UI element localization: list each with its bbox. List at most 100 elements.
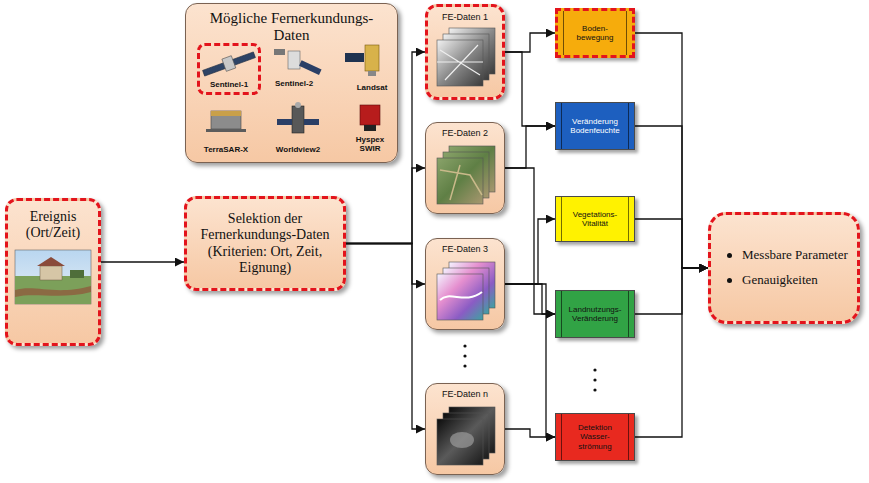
analysis-box: Veränderung Bodenfeuchte <box>555 102 635 150</box>
illustration-part <box>15 276 91 304</box>
dataset-box: FE-Daten 2 <box>425 122 505 214</box>
dataset-box: FE-Daten 3 <box>425 238 505 330</box>
satellite-highlight-box-text: Sentinel-1 <box>210 80 248 89</box>
selection-box-text: Selektion der Fernerkundungs-Daten (Krit… <box>192 211 338 275</box>
connector-arrow <box>505 219 555 284</box>
analysis-box: Boden- bewegung <box>555 8 635 58</box>
event-box-text: Ereignis (Ort/Zeit) <box>12 209 94 241</box>
result-box-text: Messbare Parameter <box>742 248 848 263</box>
illustration-part <box>211 111 241 129</box>
side-bar <box>561 197 562 241</box>
analysis-box: Landnutzungs- Veränderung <box>555 290 635 338</box>
satellite-label: Sentinel-2 <box>266 80 322 89</box>
illustration-part <box>443 268 489 314</box>
illustration-part <box>222 56 236 72</box>
illustration-part <box>437 45 483 80</box>
illustration-part <box>440 292 482 300</box>
side-bar <box>626 11 627 55</box>
illustration-part <box>37 257 65 266</box>
connector-arrow <box>101 261 184 262</box>
data-pool-box-text: Mögliche Fernerkundungs- Daten <box>197 10 387 45</box>
text-area: Boden- bewegung <box>558 11 632 55</box>
satellite-terrasarx-icon <box>206 111 246 132</box>
connector-arrow <box>505 33 555 52</box>
bullet-row: Genauigkeiten <box>727 273 818 288</box>
illustration-part <box>299 60 321 75</box>
bullet-row: Messbare Parameter <box>727 248 848 263</box>
connector-arrow <box>635 219 708 268</box>
side-bar <box>628 197 629 241</box>
illustration-part <box>274 49 285 55</box>
illustration-part <box>295 102 301 108</box>
side-bar <box>561 103 562 149</box>
illustration-part <box>463 344 466 347</box>
satellite-worldview2-icon <box>277 102 319 133</box>
illustration-part <box>437 158 483 204</box>
bullet-dot <box>727 253 732 258</box>
image-stack-fe1 <box>437 28 495 86</box>
connector-arrow <box>505 429 555 437</box>
connector-arrow <box>505 284 555 314</box>
illustration-part <box>277 119 292 125</box>
dataset-box-text: FE-Daten n <box>442 389 488 399</box>
side-bar <box>628 291 629 337</box>
illustration-part <box>345 53 364 62</box>
dataset-box: FE-Daten 1 <box>425 4 505 100</box>
illustration-part <box>206 129 246 132</box>
illustration-part <box>449 407 495 453</box>
analysis-box-text: Veränderung Bodenfeuchte <box>566 117 624 135</box>
illustration-part <box>360 105 380 125</box>
illustration-part <box>443 152 489 198</box>
result-box-text: Genauigkeiten <box>742 273 818 288</box>
illustration-part <box>593 368 596 371</box>
side-bar <box>628 414 629 460</box>
illustration-part <box>437 274 483 320</box>
text-area: FE-Daten n <box>426 384 504 474</box>
text-area: FE-Daten 3 <box>426 239 504 329</box>
analysis-box-text: Boden- bewegung <box>566 24 624 42</box>
connector-arrow <box>505 52 555 126</box>
text-area: FE-Daten 1 <box>428 7 502 97</box>
illustration-part <box>15 286 91 297</box>
illustration-part <box>365 45 379 71</box>
event-photo <box>15 250 91 304</box>
side-bar <box>628 103 629 149</box>
dataset-box-text: FE-Daten 2 <box>442 128 488 138</box>
illustration-part <box>463 364 466 367</box>
illustration-part <box>443 413 489 459</box>
illustration-part <box>211 111 241 116</box>
satellite-label: Landsat <box>347 84 397 93</box>
text-area: Ereignis (Ort/Zeit) <box>8 201 98 343</box>
connector-arrow <box>346 168 425 244</box>
text-area: Selektion der Fernerkundungs-Daten (Krit… <box>187 199 343 288</box>
connector-arrow <box>346 244 425 430</box>
illustration-part <box>449 28 495 74</box>
satellite-label: TerraSAR-X <box>196 146 256 155</box>
text-area: Messbare ParameterGenauigkeiten <box>711 215 857 321</box>
illustration-part <box>70 270 84 278</box>
illustration-part <box>437 419 483 465</box>
image-stack-fe2 <box>437 146 495 204</box>
image-stack-fe3 <box>437 262 495 320</box>
text-area: Detektion Wasser- strömung <box>556 414 634 460</box>
connector-arrow <box>635 126 708 268</box>
illustration-part <box>368 71 376 76</box>
illustration-part <box>299 60 321 75</box>
satellite-label: Hyspex SWIR <box>348 136 392 154</box>
illustration-part <box>288 51 300 69</box>
illustration-part <box>463 354 466 357</box>
text-area: Landnutzungs- Veränderung <box>556 291 634 337</box>
connector-arrow <box>635 33 708 268</box>
illustration-part <box>449 146 495 192</box>
illustration-part <box>437 40 483 86</box>
analysis-box-text: Landnutzungs- Veränderung <box>566 305 624 323</box>
image-stack-fen <box>437 407 495 465</box>
dataset-box: FE-Daten n <box>425 383 505 475</box>
satellite-landsat-icon <box>345 45 379 76</box>
illustration-part <box>15 250 91 304</box>
side-bar <box>561 414 562 460</box>
satellite-label: Worldview2 <box>270 146 326 155</box>
illustration-part <box>450 432 474 448</box>
connector-arrow <box>505 168 555 314</box>
